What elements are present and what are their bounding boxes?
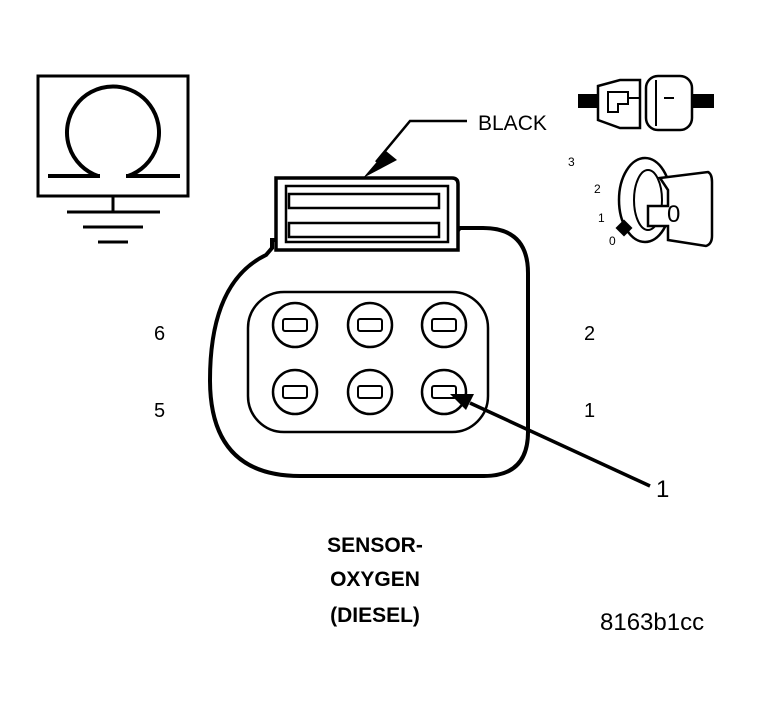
pin-label-5: 5 bbox=[154, 400, 165, 422]
caption-line-3: (DIESEL) bbox=[330, 604, 420, 627]
terminal-6 bbox=[271, 301, 319, 349]
connector-color-label: BLACK bbox=[478, 112, 547, 135]
terminal-5 bbox=[271, 368, 319, 416]
terminal-cavities bbox=[271, 301, 468, 416]
ignition-position-1: 1 bbox=[598, 211, 605, 225]
terminal-3 bbox=[346, 368, 394, 416]
ignition-key-label: 0 bbox=[667, 201, 680, 228]
pin-label-6: 6 bbox=[154, 323, 165, 345]
callout-number: 1 bbox=[656, 476, 669, 503]
ignition-key-off-icon: 3 2 1 0 0 bbox=[568, 155, 714, 248]
ignition-position-2: 2 bbox=[594, 182, 601, 196]
caption-line-1: SENSOR- bbox=[327, 534, 423, 557]
color-leader-line bbox=[375, 119, 467, 163]
connector-disconnect-icon bbox=[578, 74, 714, 132]
callout-arrowhead bbox=[450, 394, 474, 410]
ignition-position-0: 0 bbox=[609, 234, 616, 248]
terminal-1 bbox=[420, 368, 468, 416]
pin-label-1: 1 bbox=[584, 400, 595, 422]
callout-leader-line bbox=[469, 401, 651, 488]
terminal-4 bbox=[346, 301, 394, 349]
figure-id: 8163b1cc bbox=[600, 609, 704, 636]
caption-line-2: OXYGEN bbox=[330, 568, 420, 591]
ignition-position-3: 3 bbox=[568, 155, 575, 169]
pin-label-2: 2 bbox=[584, 323, 595, 345]
color-leader-arrowhead bbox=[363, 151, 397, 178]
ohmmeter-icon bbox=[36, 74, 190, 244]
terminal-2 bbox=[420, 301, 468, 349]
